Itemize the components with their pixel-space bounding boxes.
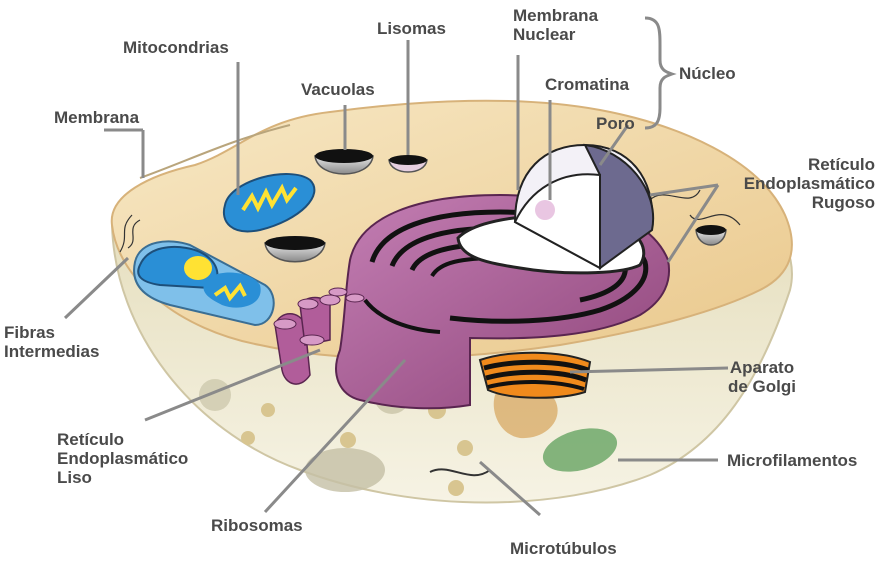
nucleo-brace — [645, 18, 672, 128]
label-membrana: Membrana — [54, 108, 139, 127]
vesicle — [340, 432, 356, 448]
label-vacuolas: Vacuolas — [301, 80, 375, 99]
label-ribosomas: Ribosomas — [211, 516, 303, 535]
label-membrana-nuclear-line1: Membrana — [513, 6, 598, 25]
label-fibras-line1: Fibras — [4, 323, 99, 342]
label-aparato-golgi: Aparato de Golgi — [728, 358, 796, 396]
label-poro: Poro — [596, 114, 635, 133]
vesicle — [261, 403, 275, 417]
nucleolus — [535, 200, 555, 220]
golgi-apparatus — [480, 353, 590, 398]
label-nucleo: Núcleo — [679, 64, 736, 83]
vesicle — [241, 431, 255, 445]
label-fibras: Fibras Intermedias — [4, 323, 99, 361]
label-reticulo-liso-line2: Endoplasmático — [57, 449, 188, 468]
vesicle — [448, 480, 464, 496]
label-reticulo-rugoso-line3: Rugoso — [744, 193, 875, 212]
label-reticulo-liso-line3: Liso — [57, 468, 188, 487]
label-membrana-nuclear: Membrana Nuclear — [513, 6, 598, 44]
label-reticulo-liso-line1: Retículo — [57, 430, 188, 449]
label-reticulo-liso: Retículo Endoplasmático Liso — [57, 430, 188, 487]
label-lisomas: Lisomas — [377, 19, 446, 38]
label-aparato-golgi-line1: Aparato — [728, 358, 796, 377]
label-microfilamentos: Microfilamentos — [727, 451, 857, 470]
label-microtubulos: Microtúbulos — [510, 539, 617, 558]
label-reticulo-rugoso-line2: Endoplasmático — [744, 174, 875, 193]
label-membrana-nuclear-line2: Nuclear — [513, 25, 598, 44]
label-fibras-line2: Intermedias — [4, 342, 99, 361]
label-reticulo-rugoso: Retículo Endoplasmático Rugoso — [744, 155, 875, 212]
label-aparato-golgi-line2: de Golgi — [728, 377, 796, 396]
label-reticulo-rugoso-line1: Retículo — [744, 155, 875, 174]
label-cromatina: Cromatina — [545, 75, 629, 94]
vesicle — [457, 440, 473, 456]
label-mitocondrias: Mitocondrias — [123, 38, 229, 57]
